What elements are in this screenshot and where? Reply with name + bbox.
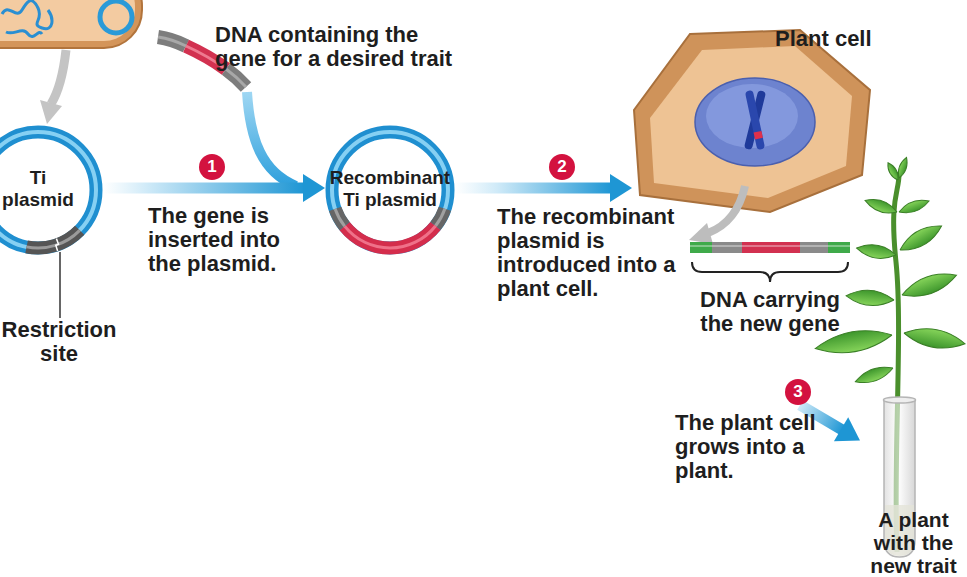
dna-highlight: [828, 245, 850, 247]
step-text: The gene is inserted into the plasmid.: [148, 204, 290, 276]
dna-segment: [800, 242, 828, 253]
gene-band: [754, 131, 763, 140]
dna-flank: [158, 37, 186, 46]
chromosome: [744, 90, 766, 150]
arrow-head: [689, 223, 713, 244]
arrow-head: [40, 100, 62, 124]
nucleus: [695, 78, 815, 166]
dna-highlight: [712, 245, 742, 247]
ring-band: [0, 132, 96, 248]
dna-segment: [690, 242, 712, 253]
part-label: DNA carrying the new gene: [690, 288, 850, 336]
arrow-head: [834, 417, 860, 441]
plant-node: A plant with the new trait: [860, 395, 967, 577]
leaf: [863, 195, 899, 217]
dna-flank: [226, 69, 246, 87]
leader-line: [59, 252, 61, 318]
ring-segment: [340, 222, 441, 255]
cut-mark: [56, 239, 59, 251]
ring-highlight: [0, 132, 96, 248]
segment-highlight: [334, 208, 346, 227]
dna-highlight: [800, 245, 828, 247]
cytoplasm: [650, 46, 852, 198]
dna-segment: [712, 242, 742, 253]
callout-number: 1: [199, 154, 225, 180]
plasmid-ring: [0, 132, 96, 255]
bacterium: [0, 0, 142, 48]
plasmid-circle: Ti plasmid: [0, 125, 103, 255]
step-text: The recombinant plasmid is introduced in…: [497, 205, 682, 301]
cell-wall: [634, 30, 870, 212]
chromosome: [2, 1, 52, 37]
node-label: Recombinant Ti plasmid: [327, 167, 453, 211]
leaf: [897, 196, 930, 216]
plasmid-circle: Recombinant Ti plasmid: [325, 125, 455, 255]
step-text: The plant cell grows into a plant.: [675, 411, 825, 483]
leaf: [896, 220, 945, 257]
part-label: Restriction site: [0, 318, 118, 366]
tube-rim: [884, 397, 916, 403]
plant-illustration: [813, 156, 966, 557]
node-label: Plant cell: [775, 27, 885, 51]
bracket: [692, 262, 848, 282]
ring-segment: [329, 207, 350, 230]
plant-cell-drawing: [634, 30, 870, 282]
callout-number: 3: [785, 379, 811, 405]
step-text: DNA containing the gene for a desired tr…: [215, 23, 460, 71]
leaf: [902, 324, 966, 352]
extract-arrow: [40, 50, 66, 124]
ring-segment: [25, 226, 84, 255]
dna-highlight: [690, 245, 712, 247]
arrow-head: [303, 174, 325, 202]
arrow-shaft: [708, 186, 745, 233]
arrow-head: [610, 174, 632, 202]
segment-highlight: [343, 225, 436, 249]
leaf: [846, 288, 895, 307]
leaf: [899, 267, 959, 303]
bacterium-wall: [0, 0, 142, 48]
arrow-shaft: [103, 183, 305, 194]
node-label: Ti plasmid: [0, 167, 83, 211]
arrow-shaft: [51, 50, 66, 104]
chromatid: [745, 90, 765, 150]
merge-arrow: [247, 92, 296, 186]
small-plasmid: [100, 1, 132, 33]
dna-segment: [828, 242, 850, 253]
bacterium-body: [0, 0, 135, 41]
step-arrow: [455, 174, 632, 202]
dna-highlight: [158, 37, 186, 46]
arrow-shaft: [455, 183, 612, 194]
leaf: [885, 161, 901, 182]
segment-highlight: [26, 229, 80, 249]
dna-highlight: [226, 69, 246, 87]
leaf: [855, 242, 897, 262]
callout-number: 2: [549, 154, 575, 180]
leaf: [853, 362, 895, 387]
dna-segment: [742, 242, 800, 253]
chromatid: [744, 90, 766, 150]
node-label: A plant with the new trait: [861, 508, 966, 577]
segment-highlight: [434, 208, 446, 227]
dna-highlight: [742, 245, 800, 247]
